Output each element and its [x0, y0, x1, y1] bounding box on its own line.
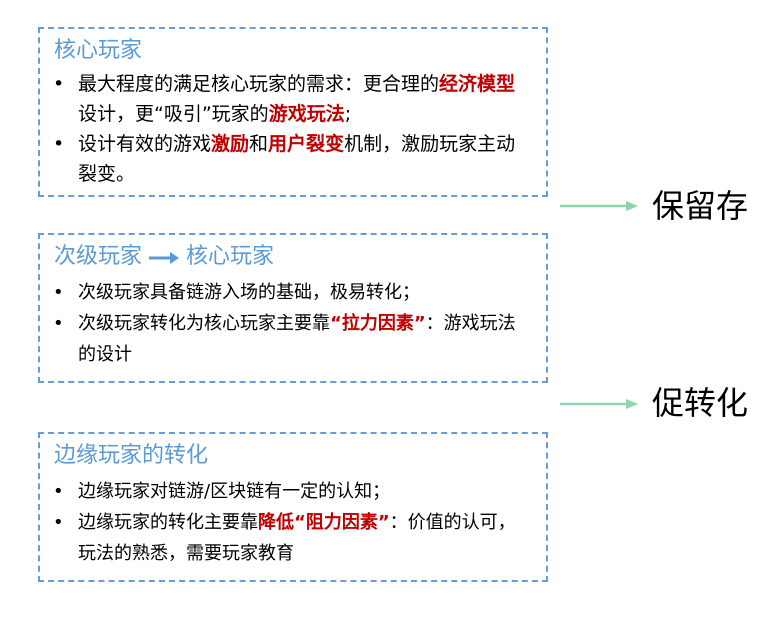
- section-title: 边缘玩家的转化: [54, 443, 209, 468]
- item-text: 边缘玩家对链游/区块链有一定的认知；: [78, 481, 391, 502]
- highlight-text: 激励: [211, 133, 250, 155]
- list-item: • 边缘玩家对链游/区块链有一定的认知；: [40, 476, 526, 507]
- item-text: 边缘玩家的转化主要靠: [78, 512, 258, 533]
- section-title: 核心玩家: [54, 38, 143, 63]
- outcome-retention: 保留存: [652, 187, 749, 225]
- item-text: ;: [344, 103, 352, 125]
- highlight-text: 游戏玩法: [268, 103, 345, 125]
- item-text: 和: [249, 133, 269, 155]
- bullet-icon: •: [53, 481, 64, 502]
- core-player-box: 核心玩家 • 最大程度的满足核心玩家的需求：更合理的经济模型设计，更“吸引”玩家的…: [38, 27, 548, 197]
- bullet-icon: •: [53, 133, 65, 155]
- highlight-text: 经济模型: [439, 73, 516, 95]
- edge-player-box: 边缘玩家的转化 • 边缘玩家对链游/区块链有一定的认知； • 边缘玩家的转化主要靠降低…: [38, 432, 548, 582]
- list-item: • 设计有效的游戏激励和用户裂变机制，激励玩家主动裂变。: [40, 129, 526, 189]
- outcome-conversion: 促转化: [652, 384, 749, 422]
- section-title: 次级玩家 核心玩家: [54, 243, 274, 271]
- secondary-to-core-box: 次级玩家 核心玩家 • 次级玩家具备链游入场的基础，极易转化； • 次级玩家转化为核心玩…: [38, 233, 548, 383]
- item-text: 设计有效的游戏: [78, 133, 212, 155]
- bullet-icon: •: [53, 282, 64, 303]
- list-item: • 最大程度的满足核心玩家的需求：更合理的经济模型设计，更“吸引”玩家的游戏玩法;: [40, 69, 526, 129]
- list-item: • 次级玩家具备链游入场的基础，极易转化；: [40, 277, 526, 308]
- item-text: ：价值的认可，玩法的熟悉，需要玩家教育: [78, 512, 516, 564]
- item-text: 设计，更“吸引”玩家的: [78, 103, 269, 125]
- title-to: 核心玩家: [186, 244, 275, 269]
- item-text: 次级玩家具备链游入场的基础，极易转化；: [78, 282, 420, 303]
- bullet-icon: •: [53, 313, 64, 334]
- bullet-list: • 边缘玩家对链游/区块链有一定的认知； • 边缘玩家的转化主要靠降低“阻力因素”：价…: [40, 476, 526, 569]
- highlight-text: 降低“阻力因素”: [258, 512, 390, 533]
- highlight-text: 用户裂变: [268, 133, 345, 155]
- highlight-text: “拉力因素”: [330, 313, 426, 334]
- right-arrow-icon: [560, 201, 638, 211]
- title-from: 次级玩家: [54, 244, 143, 269]
- item-text: 最大程度的满足核心玩家的需求：更合理的: [78, 73, 440, 95]
- bullet-list: • 最大程度的满足核心玩家的需求：更合理的经济模型设计，更“吸引”玩家的游戏玩法;…: [40, 69, 526, 189]
- right-arrow-icon: [560, 399, 638, 409]
- right-arrow-icon: [149, 252, 180, 264]
- list-item: • 次级玩家转化为核心玩家主要靠“拉力因素”：游戏玩法的设计: [40, 308, 526, 370]
- item-text: 机制，激励玩家主动裂变。: [78, 133, 516, 185]
- list-item: • 边缘玩家的转化主要靠降低“阻力因素”：价值的认可，玩法的熟悉，需要玩家教育: [40, 507, 526, 569]
- bullet-icon: •: [53, 512, 64, 533]
- bullet-list: • 次级玩家具备链游入场的基础，极易转化； • 次级玩家转化为核心玩家主要靠“拉力因素…: [40, 277, 526, 370]
- item-text: 次级玩家转化为核心玩家主要靠: [78, 313, 330, 334]
- bullet-icon: •: [53, 73, 65, 95]
- item-text: ：游戏玩法的设计: [78, 313, 516, 365]
